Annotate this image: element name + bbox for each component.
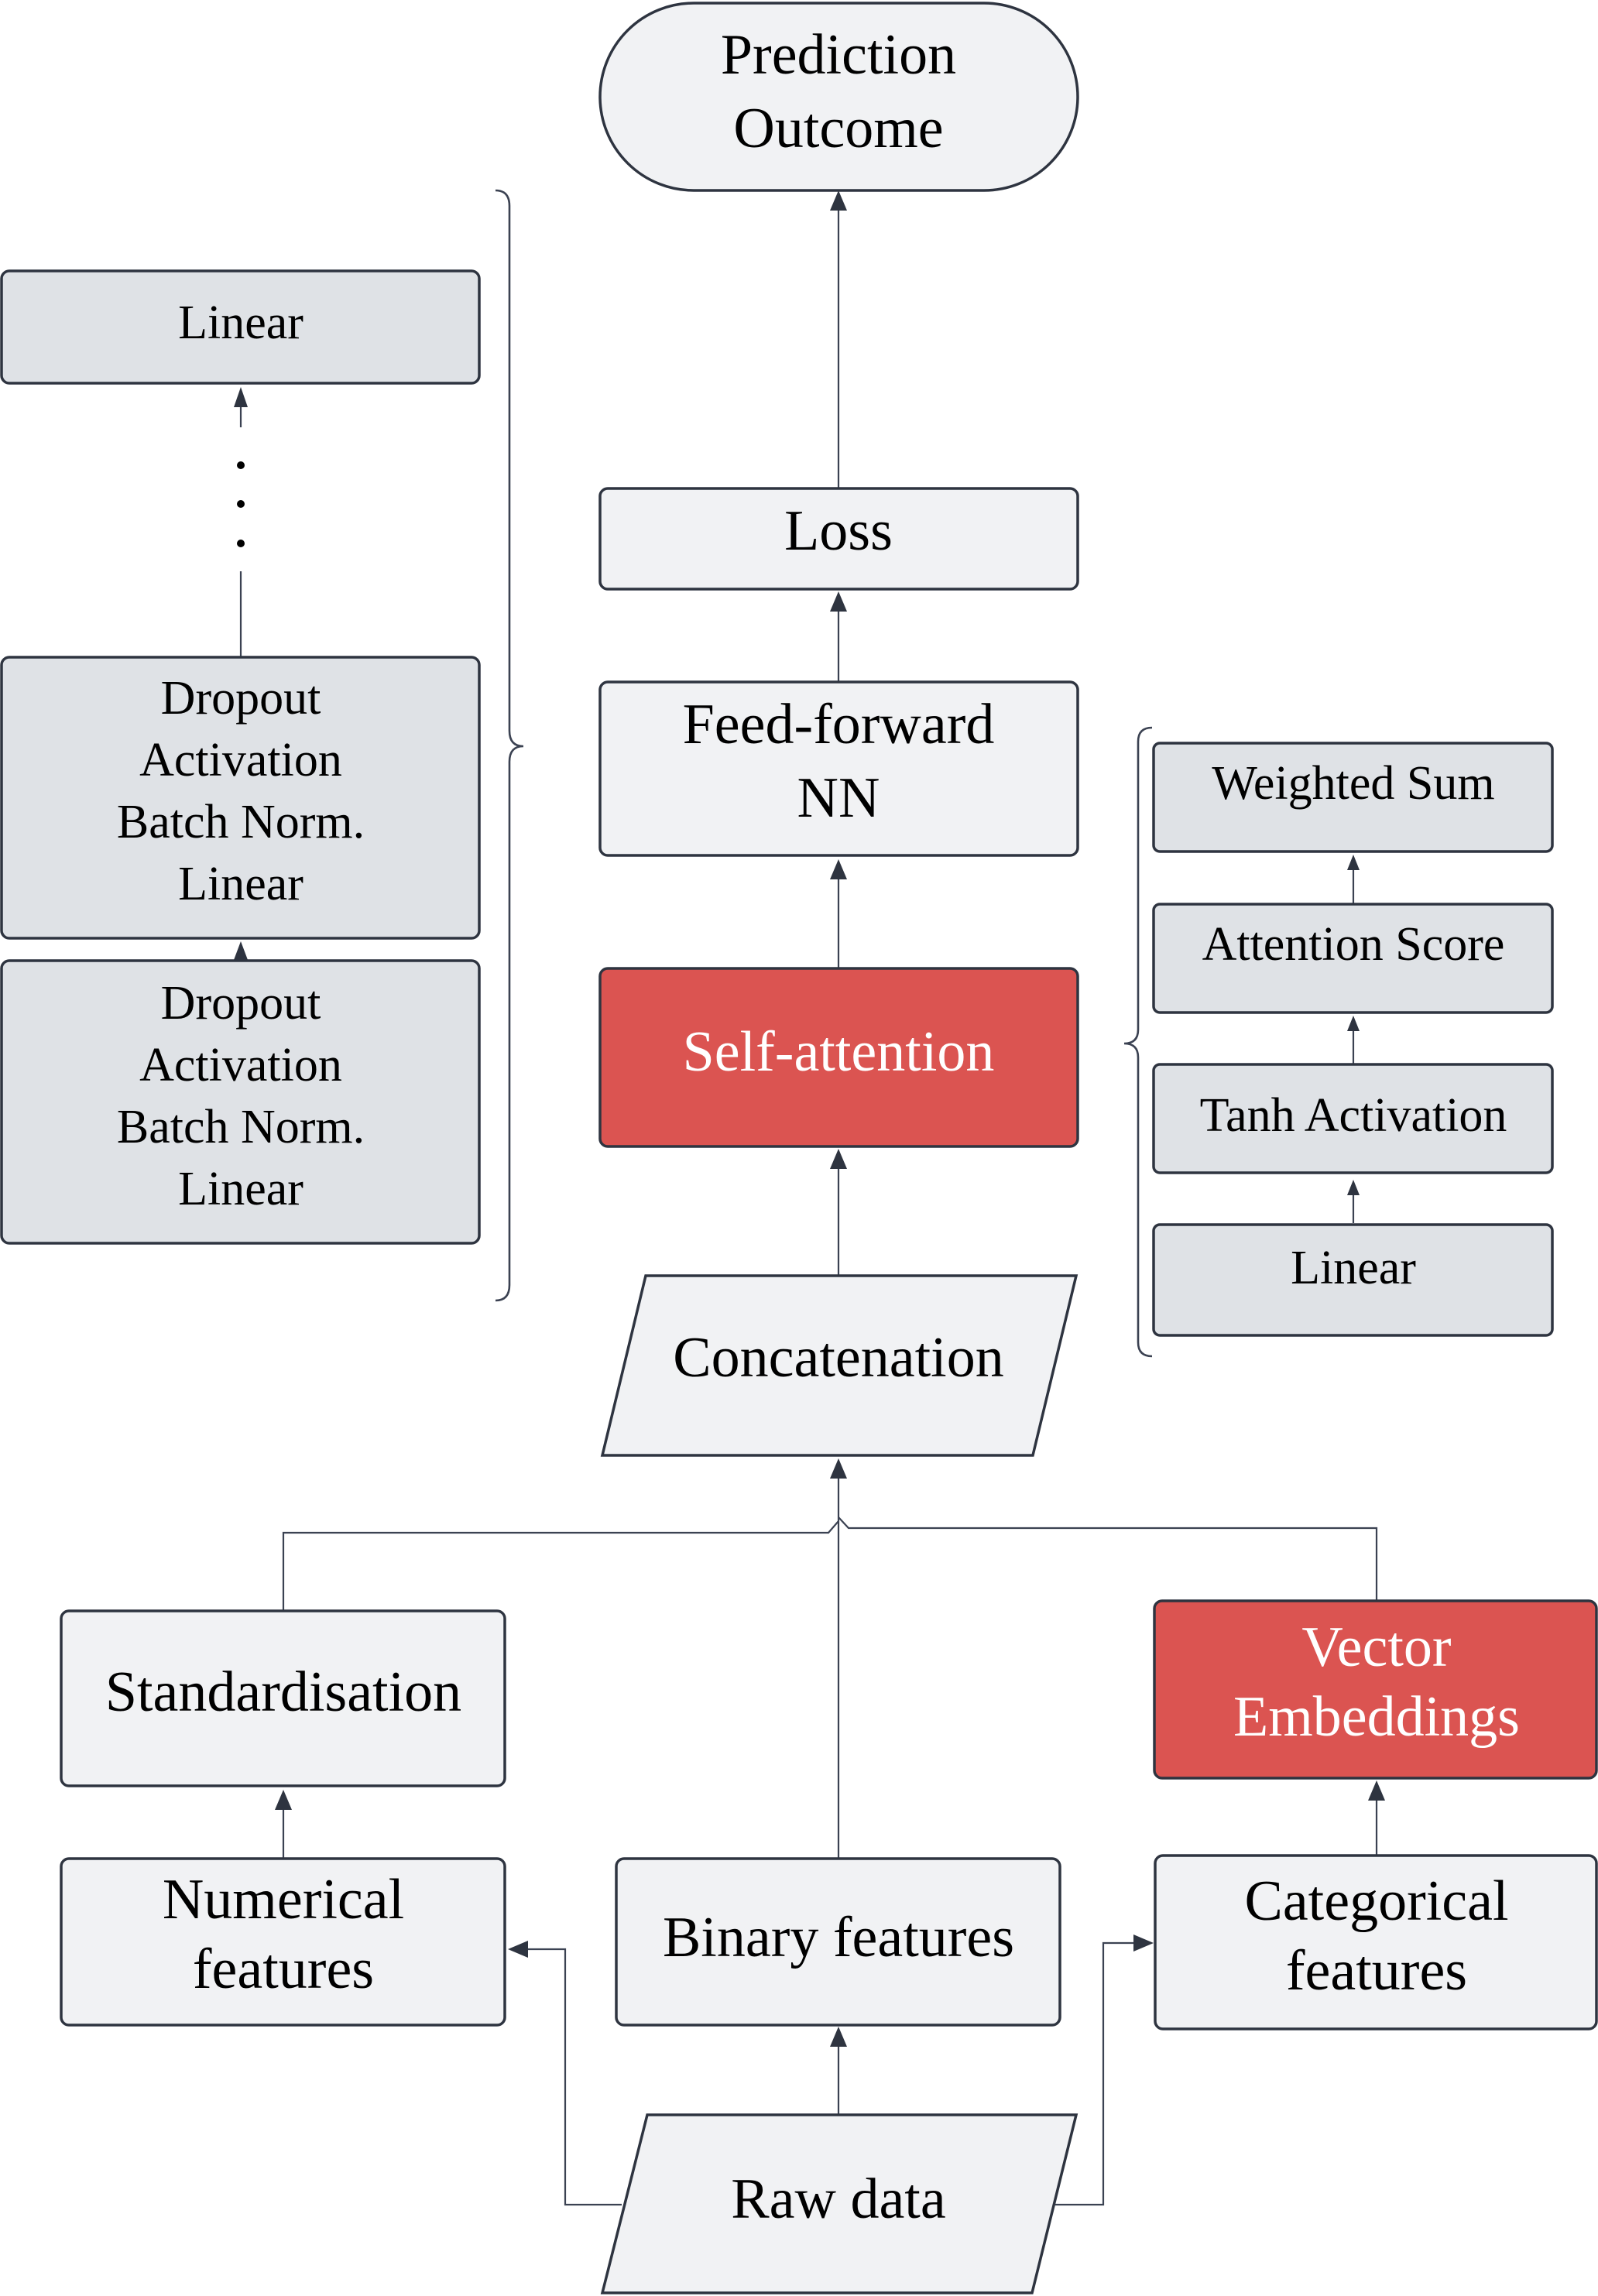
ffnn-lower-activation: Activation <box>139 1039 342 1091</box>
binary-features-shape <box>615 1857 1061 2027</box>
arrowhead <box>1368 1780 1385 1801</box>
arrowhead <box>830 859 847 879</box>
feed-forward-node: Feed-forward NN <box>598 680 1079 857</box>
ffnn-lower-batchnorm: Batch Norm. <box>117 1101 365 1153</box>
ffnn-brace <box>495 189 524 1302</box>
tanh-activation-shape <box>1152 1063 1554 1174</box>
vector-embeddings-shape <box>1153 1599 1598 1780</box>
vector-embeddings-node: Vector Embeddings <box>1153 1599 1598 1780</box>
vector-embeddings-line1: Vector <box>1301 1616 1451 1679</box>
ffnn-block-upper: Dropout Activation Batch Norm. Linear <box>0 656 481 940</box>
raw-data-node: Raw data <box>600 2113 1078 2294</box>
prediction-outcome-node: Prediction Outcome <box>598 2 1079 192</box>
concatenation-shape <box>600 1274 1078 1457</box>
categorical-features-shape <box>1154 1854 1598 2030</box>
tanh-activation-label: Tanh Activation <box>1200 1089 1507 1142</box>
ffnn-block-lower-shape <box>0 959 481 1245</box>
ffnn-upper-batchnorm: Batch Norm. <box>117 796 365 848</box>
arrowhead <box>508 1941 528 1958</box>
arrowhead <box>234 941 248 960</box>
binary-features-node: Binary features <box>615 1857 1061 2027</box>
arrowhead <box>1347 1016 1360 1031</box>
categorical-features-line1: Categorical <box>1244 1869 1508 1933</box>
arrowhead <box>1133 1934 1154 1952</box>
arrowhead <box>275 1790 292 1810</box>
ellipsis-dot <box>237 461 245 469</box>
arrow-standardisation-to-concatenation <box>282 1520 839 1610</box>
attention-linear-node: Linear <box>1152 1223 1554 1337</box>
arrowhead <box>830 190 847 211</box>
ffnn-top-linear-label: Linear <box>178 296 303 349</box>
arrowhead <box>830 1458 847 1479</box>
loss-label: Loss <box>784 499 893 563</box>
ffnn-block-lower: Dropout Activation Batch Norm. Linear <box>0 959 481 1245</box>
ffnn-upper-linear: Linear <box>178 858 303 910</box>
ffnn-upper-activation: Activation <box>139 734 342 786</box>
numerical-features-node: Numerical features <box>60 1857 506 2027</box>
arrowhead <box>1347 855 1360 870</box>
arrowhead <box>830 2027 847 2047</box>
ffnn-top-linear-shape <box>0 269 481 385</box>
categorical-features-node: Categorical features <box>1154 1854 1598 2030</box>
ffnn-lower-linear: Linear <box>178 1163 303 1215</box>
concatenation-label: Concatenation <box>673 1326 1003 1390</box>
feed-forward-line1: Feed-forward <box>683 693 995 756</box>
ellipsis-dot <box>237 500 245 508</box>
arrowhead <box>830 591 847 612</box>
ellipsis-dots <box>237 461 245 547</box>
attention-detail: Weighted Sum Attention Score Tanh Activa… <box>1123 726 1554 1358</box>
loss-node: Loss <box>598 487 1079 591</box>
binary-features-label: Binary features <box>663 1906 1014 1969</box>
prediction-outcome-shape <box>598 2 1079 192</box>
attention-linear-shape <box>1152 1223 1554 1337</box>
categorical-features-line2: features <box>1286 1939 1467 2003</box>
attention-brace <box>1123 726 1153 1358</box>
attention-score-node: Attention Score <box>1152 903 1554 1014</box>
arrowhead <box>234 387 248 407</box>
weighted-sum-label: Weighted Sum <box>1212 757 1494 810</box>
ffnn-block-upper-shape <box>0 656 481 940</box>
standardisation-label: Standardisation <box>105 1660 461 1724</box>
arrowhead <box>830 1149 847 1169</box>
self-attention-shape <box>598 967 1079 1148</box>
self-attention-node: Self-attention <box>598 967 1079 1148</box>
self-attention-label: Self-attention <box>683 1020 995 1084</box>
ffnn-top-linear-node: Linear <box>0 269 481 385</box>
numerical-features-shape <box>60 1857 506 2027</box>
arrow-raw-to-numerical <box>528 1948 622 2206</box>
arrow-raw-to-categorical <box>1055 1941 1138 2206</box>
numerical-features-line2: features <box>193 1938 374 2001</box>
arrowhead <box>1347 1180 1360 1195</box>
ffnn-lower-dropout: Dropout <box>161 977 321 1030</box>
raw-data-label: Raw data <box>731 2167 945 2231</box>
weighted-sum-shape <box>1152 742 1554 853</box>
arrowheads <box>234 190 1385 2047</box>
concatenation-node: Concatenation <box>600 1274 1078 1457</box>
prediction-outcome-line2: Outcome <box>733 97 943 160</box>
ffnn-detail: Linear Dropout Activation Batch Norm. Li… <box>0 189 524 1302</box>
attention-linear-label: Linear <box>1291 1242 1416 1294</box>
vector-embeddings-line2: Embeddings <box>1233 1685 1520 1749</box>
ellipsis-dot <box>237 540 245 547</box>
tanh-activation-node: Tanh Activation <box>1152 1063 1554 1174</box>
attention-score-shape <box>1152 903 1554 1014</box>
prediction-outcome-line1: Prediction <box>721 23 956 87</box>
raw-data-shape <box>600 2113 1078 2294</box>
weighted-sum-node: Weighted Sum <box>1152 742 1554 853</box>
arrow-embeddings-to-concatenation <box>838 1516 1378 1600</box>
feed-forward-shape <box>598 680 1079 857</box>
attention-score-label: Attention Score <box>1202 918 1505 971</box>
loss-shape <box>598 487 1079 591</box>
feed-forward-line2: NN <box>797 766 880 830</box>
standardisation-shape <box>60 1609 506 1787</box>
numerical-features-line1: Numerical <box>163 1868 404 1931</box>
standardisation-node: Standardisation <box>60 1609 506 1787</box>
ffnn-upper-dropout: Dropout <box>161 672 321 725</box>
